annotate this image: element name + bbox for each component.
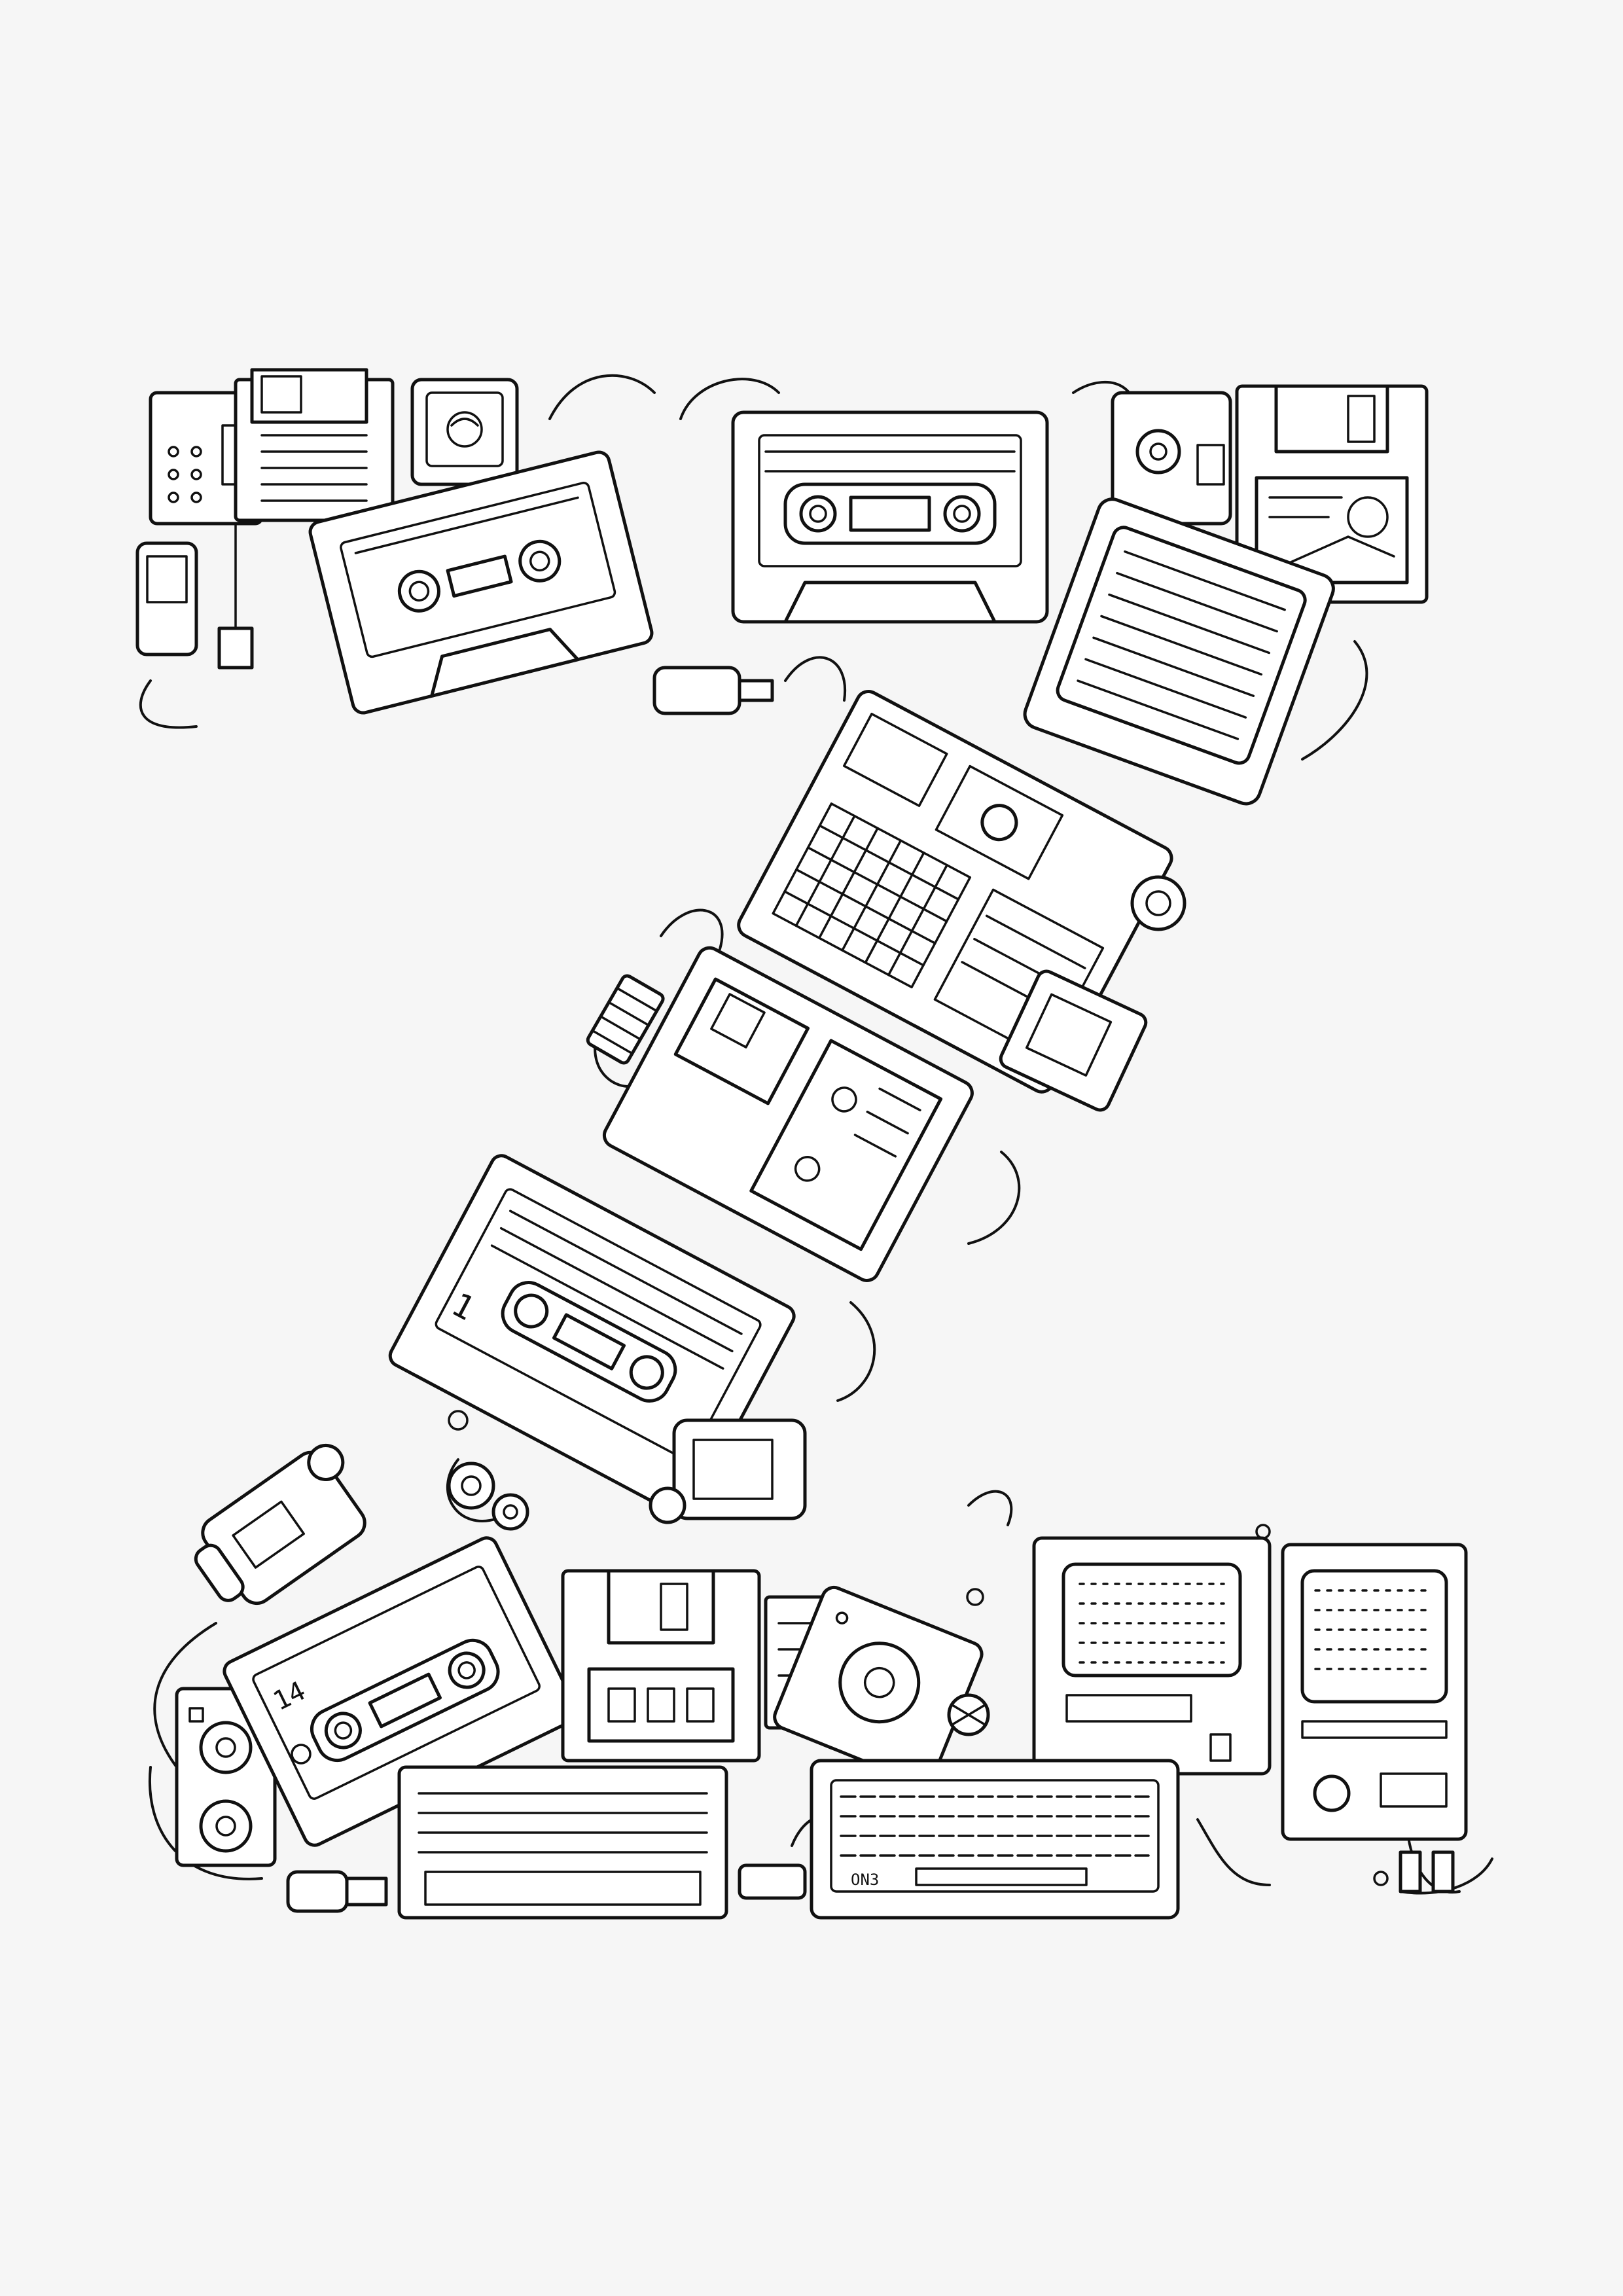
tape-reel-diagonal [1132, 877, 1185, 929]
floppy-drive-diagonal [600, 944, 976, 1285]
z-top-bar [137, 370, 1427, 715]
floppy-disk-bottom [563, 1571, 759, 1761]
crt-monitor-diagonal [1021, 495, 1338, 808]
small-debris [292, 1411, 1387, 1885]
cassette-tape-top-tilted [308, 450, 654, 715]
camcorder-diagonal [651, 1420, 805, 1522]
cassette-tape-top-center [733, 412, 1047, 622]
keyboard-mark-label: ON3 [851, 1871, 879, 1889]
crt-tv-bottom-right [1283, 1545, 1466, 1839]
cassette-tape-bottom: 14 [221, 1534, 580, 1848]
crt-computer-bottom-center [1034, 1538, 1270, 1774]
disc-player-bottom [771, 1584, 985, 1787]
connector-plug-diagonal [586, 974, 665, 1065]
handheld-device [137, 524, 252, 668]
z-bottom-bar: 14 [177, 1411, 1466, 1918]
small-tv-top [412, 380, 517, 484]
floppy-disk-top-right [1237, 386, 1427, 602]
mesh-ball [949, 1695, 988, 1734]
connector-plug-top [654, 668, 772, 713]
vhs-adapter-diagonal [998, 968, 1149, 1113]
camcorder-bottom-left [181, 1437, 385, 1621]
loudspeaker-bottom-left [177, 1689, 275, 1865]
vcr-bottom [399, 1767, 726, 1918]
tape-reel-lower [449, 1463, 527, 1529]
connector-plug-bottom [288, 1852, 1453, 1911]
floppy-disk-top [236, 370, 393, 520]
z-diagonal: 1 [387, 495, 1338, 1529]
keyboard-bottom: ON3 [812, 1761, 1178, 1918]
